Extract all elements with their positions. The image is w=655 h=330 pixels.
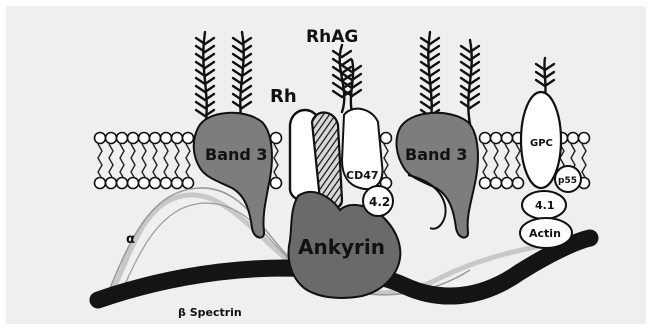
protein-41-label: 4.1 [535,199,555,212]
ankyrin-label: Ankyrin [298,235,385,259]
lipid-head-inner [183,178,194,189]
lipid-head-inner [95,178,106,189]
lipid-head-outer [381,133,392,144]
lipid-head-outer [106,133,117,144]
lipid-head-inner [117,178,128,189]
lipid-head-outer [128,133,139,144]
lipid-head-inner [106,178,117,189]
gpc-label: GPC [530,138,553,149]
lipid-head-outer [117,133,128,144]
lipid-head-outer [480,133,491,144]
band3-left-label: Band 3 [205,145,268,164]
lipid-head-outer [183,133,194,144]
actin-label: Actin [529,227,561,240]
lipid-head-inner [502,178,513,189]
lipid-head-inner [172,178,183,189]
beta-spectrin-label: β Spectrin [178,306,242,319]
lipid-head-outer [271,133,282,144]
rhag-label: RhAG [306,27,358,47]
lipid-head-outer [568,133,579,144]
protein-42-label: 4.2 [369,195,390,209]
lipid-head-outer [579,133,590,144]
lipid-head-inner [161,178,172,189]
lipid-head-outer [491,133,502,144]
rh-label: Rh [270,86,297,107]
lipid-head-inner [271,178,282,189]
lipid-head-outer [172,133,183,144]
lipid-head-inner [480,178,491,189]
lipid-head-outer [150,133,161,144]
lipid-head-outer [139,133,150,144]
lipid-head-outer [161,133,172,144]
cd47-label: CD47 [346,169,379,182]
band3-right-label: Band 3 [405,145,468,164]
lipid-head-inner [491,178,502,189]
lipid-head-inner [513,178,524,189]
lipid-head-inner [128,178,139,189]
lipid-head-outer [502,133,513,144]
lipid-head-inner [150,178,161,189]
lipid-head-outer [95,133,106,144]
p55-label: p55 [558,176,577,186]
lipid-head-inner [139,178,150,189]
alpha-label: α [126,232,135,247]
